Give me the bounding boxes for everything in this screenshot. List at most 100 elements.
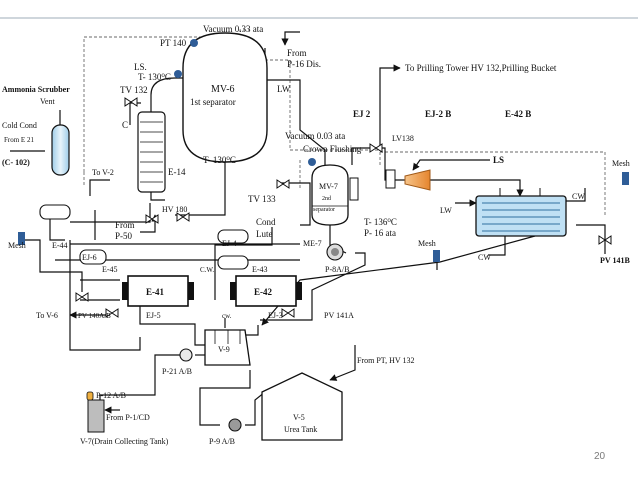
level-transmitter-icon: [174, 39, 316, 166]
label-c: C: [122, 120, 128, 130]
label-p16ata: P- 16 ata: [364, 228, 396, 238]
label-v9: V-9: [218, 345, 230, 354]
label-mesh-right: Mesh: [612, 159, 630, 168]
label-lute: Lute: [256, 229, 273, 239]
label-ej2: EJ 2: [353, 109, 371, 119]
label-urea-tank: Urea Tank: [284, 425, 317, 434]
label-vacuum-mid: Vacuum 0.03 ata: [285, 131, 345, 141]
label-t136: T- 136oC: [364, 216, 397, 227]
label-ammonia-scrubber: Ammonia Scrubber: [2, 85, 70, 94]
label-p12ab: P-12 A/B: [96, 391, 126, 400]
label-e42: E-42: [254, 287, 273, 297]
lv138-valve-body: [385, 169, 396, 189]
label-second-sep-a: 2nd: [322, 196, 331, 202]
valve-icon: [276, 179, 290, 189]
small-exchangers: [39, 204, 249, 270]
v5-urea-tank: [261, 372, 343, 441]
label-e45: E-45: [102, 265, 118, 274]
label-ej6: EJ-6: [82, 253, 97, 262]
label-v7-drain: V-7(Drain Collecting Tank): [80, 437, 169, 446]
e41-condenser: [122, 275, 194, 307]
v7-drain-tank: [86, 391, 105, 433]
label-e44: E-44: [52, 241, 68, 250]
valve-icon: [105, 308, 119, 318]
label-ej5: EJ-5: [146, 311, 161, 320]
label-cw-a: C.W.: [200, 266, 214, 274]
label-lw-mid: LW: [440, 206, 452, 215]
mesh-icon: [18, 172, 629, 262]
label-pv141b: PV 141B: [600, 256, 631, 265]
valve-icon: [176, 212, 190, 222]
e45-exchanger: [79, 249, 107, 265]
label-e14: E-14: [168, 167, 186, 177]
valve-icons: [75, 97, 612, 318]
label-first-sep: 1st separator: [190, 97, 236, 107]
label-lw-top: LW: [277, 84, 291, 94]
label-p16dis: P-16 Dis.: [287, 59, 321, 69]
e44-exchanger: [39, 204, 71, 220]
label-cw-right-bot: CW: [478, 253, 491, 262]
label-to-v2: To V-2: [92, 168, 114, 177]
label-e42b: E-42 B: [505, 109, 531, 119]
valve-icon: [124, 97, 138, 107]
page-number: 20: [594, 451, 606, 462]
label-cond: Cond: [256, 217, 276, 227]
label-from-pt: From PT, HV 132: [357, 356, 415, 365]
label-from: From: [287, 48, 307, 58]
label-from-p50-a: From: [115, 220, 135, 230]
steam-ejector-nozzle: [404, 169, 431, 191]
e4-exchanger: [217, 229, 249, 244]
label-t130-bot: T- 130oC: [203, 154, 236, 165]
label-mesh-left: Mesh: [8, 241, 26, 250]
label-v5: V-5: [293, 413, 305, 422]
label-p21ab: P-21 A/B: [162, 367, 192, 376]
e43-exchanger: [217, 255, 249, 270]
label-p9ab: P-9 A/B: [209, 437, 235, 446]
label-hv180: HV 180: [162, 205, 187, 214]
ammonia-scrubber-vessel: [51, 124, 70, 176]
valve-icon: [75, 292, 89, 302]
label-vent: Vent: [40, 97, 55, 106]
e14-heater: [137, 77, 183, 201]
label-ls-top: LS.: [134, 62, 147, 72]
valve-icon: [598, 235, 612, 245]
diagram-labels: Vacuum 0.33 ata PT 140 From P-16 Dis. LS…: [2, 24, 631, 446]
label-e41: E-41: [146, 287, 165, 297]
label-ej2b: EJ-2 B: [425, 109, 451, 119]
label-t130-top: T- 130oC: [138, 71, 171, 82]
label-ls-mid: LS: [493, 155, 504, 165]
label-tv133: TV 133: [248, 194, 276, 204]
vacuum-dashed-lines: [83, 29, 606, 215]
label-p8ab: P-8A/B: [325, 265, 349, 274]
label-mv6: MV-6: [211, 84, 235, 95]
label-c102: (C- 102): [2, 158, 30, 167]
label-mesh-mid: Mesh: [418, 239, 436, 248]
label-vacuum-top: Vacuum 0.33 ata: [203, 24, 263, 34]
pump-icon: [228, 418, 242, 432]
label-ej3: EJ-3: [268, 311, 283, 320]
label-cw-b: cw.: [222, 312, 232, 320]
label-pv140ab: PV 140A/B: [78, 312, 111, 320]
label-to-v6: To V-6: [36, 311, 58, 320]
label-ej4: EJ-4: [222, 239, 237, 248]
label-from-e21: From E 21: [4, 136, 34, 144]
label-lv138: LV138: [392, 134, 414, 143]
label-e43: E-43: [252, 265, 268, 274]
label-to-prilling: To Prilling Tower HV 132,Prilling Bucket: [405, 63, 557, 73]
label-pt140: PT 140: [160, 38, 187, 48]
valve-icon: [145, 214, 159, 224]
e42-condenser: [230, 275, 302, 307]
label-cw-right-top: CW: [572, 192, 585, 201]
label-pv141a: PV 141A: [324, 311, 354, 320]
label-cold-cond: Cold Cond: [2, 121, 37, 130]
mv6-separator-vessel: [182, 32, 268, 163]
label-mv7: MV-7: [319, 182, 338, 191]
mv7-separator-vessel: [311, 164, 359, 226]
valve-icon: [369, 143, 383, 153]
label-second-sep-b: separator: [313, 207, 335, 213]
v9-tank: [204, 329, 251, 366]
pump-icon: [326, 243, 344, 261]
valve-icon: [281, 308, 295, 318]
